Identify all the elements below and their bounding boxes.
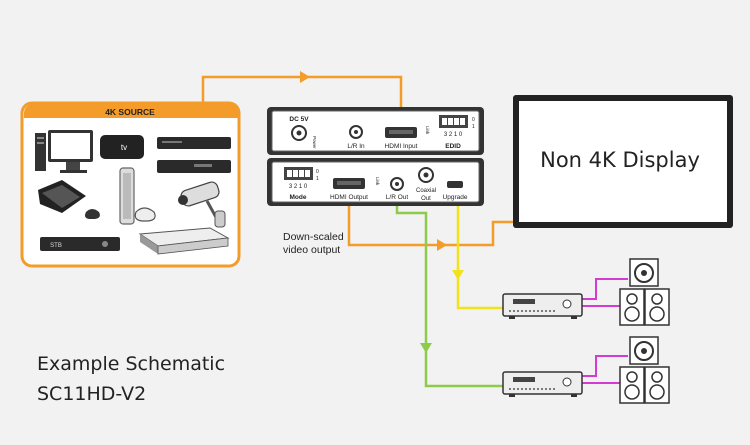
downscaled-note: Down-scaled video output (283, 231, 344, 257)
edid-label: EDID (445, 143, 461, 150)
stb-icon: STB (40, 237, 120, 251)
small-speaker-2 (629, 336, 659, 365)
dc-label: DC 5V (289, 116, 309, 123)
apple-tv-label: tv (121, 143, 127, 152)
upgrade-port (447, 181, 463, 188)
small-speaker-1 (629, 258, 659, 287)
av-receiver-1 (502, 293, 583, 319)
xbox-console-icon (119, 167, 156, 225)
coaxial-label: Coaxial (416, 188, 436, 194)
caption-model: SC11HD-V2 (37, 383, 147, 405)
blu-ray-player-icon (138, 227, 230, 255)
edid-sw-on: 0 (472, 117, 475, 123)
hdmi-input-label: HDMI Input (385, 143, 418, 150)
downscaled-note-line2: video output (283, 244, 341, 256)
top-link-led-label: Link (425, 126, 430, 135)
non-4k-display: Non 4K Display (513, 95, 733, 228)
mode-sw-off: 1 (316, 176, 319, 182)
hdmi-output-cable (347, 192, 513, 251)
hdmi-output-label: HDMI Output (330, 194, 368, 201)
stb-label: STB (50, 243, 62, 249)
av-receiver-2 (502, 371, 583, 397)
media-player-icon (157, 137, 231, 173)
mode-sw-on: 0 (316, 169, 319, 175)
lr-out-label: L/R Out (386, 194, 409, 201)
upgrade-label: Upgrade (443, 194, 468, 201)
bottom-link-led-label: Link (375, 177, 380, 186)
hdmi-input-cable (201, 71, 403, 128)
pc-icon (35, 130, 93, 173)
analog-audio-cable (395, 186, 503, 388)
downscaled-note-line1: Down-scaled (283, 231, 344, 243)
coaxial-label-2: Out (421, 196, 431, 202)
lr-in-label: L/R In (347, 143, 365, 150)
apple-tv-icon: tv (100, 135, 144, 159)
floor-speakers-2 (619, 366, 670, 404)
floor-speakers-1 (619, 288, 670, 326)
extender-bottom-unit: 0 1 3 2 1 0 Mode HDMI Output Link L/R Ou… (267, 158, 484, 206)
edid-digits: 3 2 1 0 (444, 132, 463, 138)
edid-sw-off: 1 (472, 124, 475, 130)
mode-digits: 3 2 1 0 (289, 184, 308, 190)
extender-top-unit: DC 5V Power L/R In HDMI Input Link 0 1 3… (267, 107, 484, 155)
source-box: 4K SOURCE tv (20, 101, 241, 268)
caption-title: Example Schematic (37, 353, 226, 375)
power-led-label: Power (312, 136, 317, 149)
source-box-title: 4K SOURCE (105, 107, 155, 117)
game-console-icon (38, 180, 100, 219)
mode-label: Mode (290, 194, 307, 201)
display-label: Non 4K Display (540, 148, 700, 172)
security-camera-icon (178, 181, 226, 228)
